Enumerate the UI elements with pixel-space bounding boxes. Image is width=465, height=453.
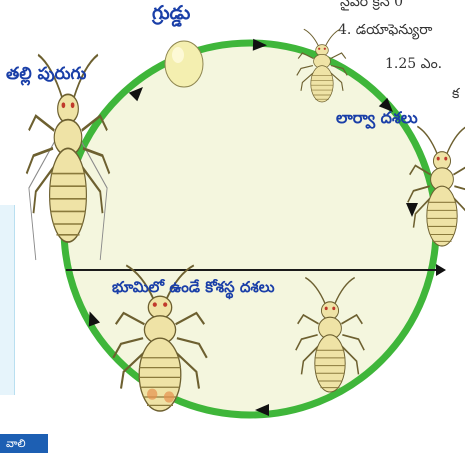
egg-illustration <box>165 41 203 87</box>
larval-stages-label: లార్వా దశలు <box>336 108 418 131</box>
adult-label: తల్లి పురుగు <box>6 64 86 88</box>
soil-line-arrowhead <box>436 264 446 276</box>
soil-pupal-stages-label: భూమిలో ఉండే కోశస్థ దశలు <box>112 278 275 300</box>
egg-label: గ్రుడ్డు <box>152 2 190 29</box>
